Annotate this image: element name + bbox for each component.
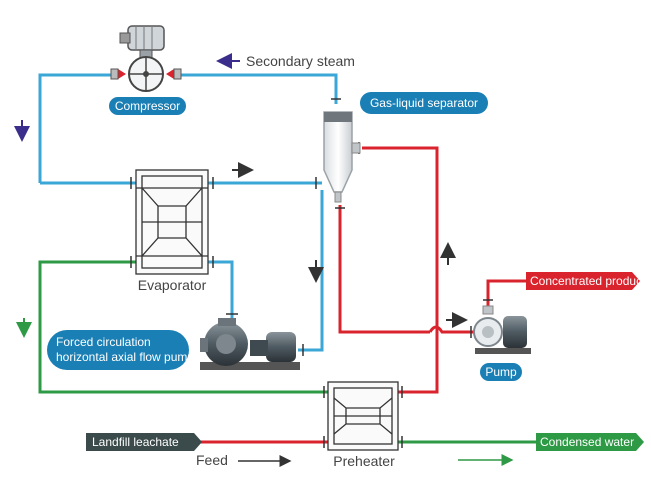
product-line-to-concentrate	[486, 279, 526, 312]
pump-label-pill: Pump	[480, 363, 522, 381]
preheater	[327, 381, 399, 451]
compressor-motor	[127, 25, 165, 51]
condensed-water-label: Condensed water	[540, 435, 634, 449]
separator-label: Gas-liquid separator	[370, 96, 478, 110]
concentrated-product-label: Concentrated product	[530, 274, 646, 288]
compressor-label: Compressor	[115, 99, 180, 113]
steam-lines	[38, 73, 338, 352]
compressor-label-pill: Compressor	[109, 97, 186, 115]
flow-arrows	[14, 120, 514, 466]
water-lines	[38, 260, 536, 444]
preheater-label: Preheater	[333, 453, 395, 469]
condensed-water-tag: Condensed water	[536, 433, 644, 451]
steam-line-evap-to-pump	[208, 260, 234, 318]
secondary-steam-label: Secondary steam	[246, 53, 355, 69]
landfill-leachate-tag: Landfill leachate	[86, 433, 202, 451]
steam-line-down-to-pump	[298, 190, 324, 352]
landfill-leachate-label: Landfill leachate	[92, 435, 179, 449]
evaporator	[135, 169, 209, 275]
steam-line-top	[38, 73, 118, 183]
compressor	[110, 25, 182, 92]
axial-pump-label-line2: horizontal axial flow pump	[56, 350, 194, 364]
gas-liquid-separator	[323, 111, 361, 203]
product-pump	[473, 305, 531, 354]
product-line-separator-bottom	[338, 205, 430, 334]
axial-pump-label-pill: Forced circulation horizontal axial flow…	[47, 330, 194, 370]
product-lines	[200, 146, 526, 444]
water-line-evap-to-preheater	[38, 260, 328, 394]
separator-label-pill: Gas-liquid separator	[360, 92, 488, 114]
steam-line-compressor-to-separator	[175, 73, 338, 104]
pump-label: Pump	[485, 365, 517, 379]
feed-label: Feed	[196, 452, 228, 468]
axial-flow-pump	[200, 318, 300, 370]
product-line-separator-return	[362, 146, 439, 394]
concentrated-product-tag: Concentrated product	[526, 272, 646, 290]
evaporator-label: Evaporator	[138, 277, 207, 293]
axial-pump-label-line1: Forced circulation	[56, 335, 151, 349]
